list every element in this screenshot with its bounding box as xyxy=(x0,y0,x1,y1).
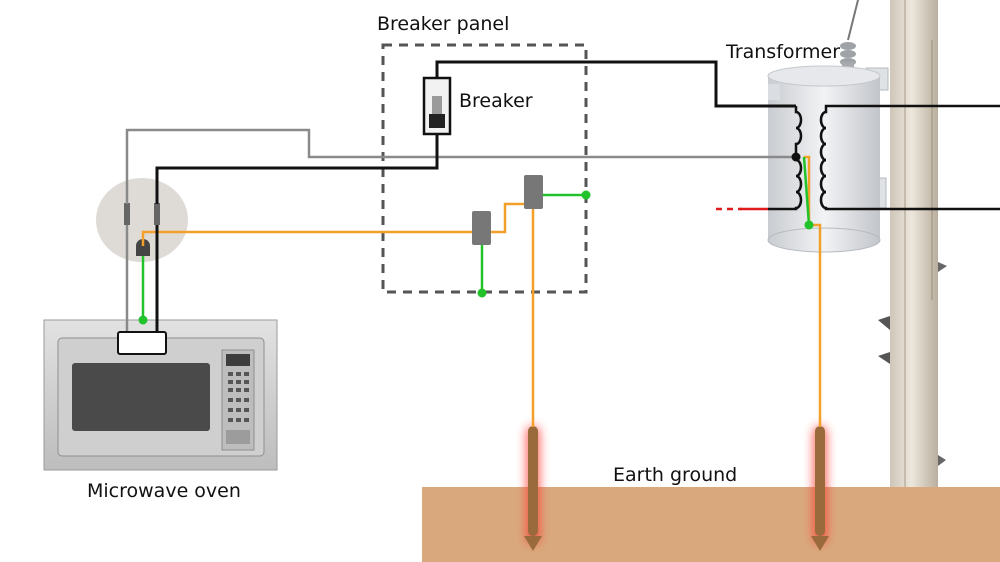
ground-bus-bar xyxy=(524,175,543,209)
microwave-door-window xyxy=(72,363,210,431)
hot-wire-utility xyxy=(435,60,796,108)
breaker-label: Breaker xyxy=(459,90,533,112)
microwave-label: Microwave oven xyxy=(87,480,241,502)
primary-winding-icon xyxy=(768,106,803,211)
transformer xyxy=(767,0,889,253)
ground-rod-right xyxy=(811,426,829,551)
ground-rod-left xyxy=(524,426,542,551)
utility-pole xyxy=(878,0,947,487)
neutral-junction xyxy=(791,152,801,162)
appliance-plug xyxy=(117,331,167,355)
earth-ground-area xyxy=(422,487,1000,562)
breaker-panel-label: Breaker panel xyxy=(377,13,509,35)
breaker xyxy=(422,76,452,136)
neutral-bus-bar xyxy=(472,211,491,245)
microwave-oven xyxy=(43,319,278,471)
hot-wire xyxy=(155,132,439,204)
transformer-label: Transformer xyxy=(725,41,840,63)
neutral-wire xyxy=(125,128,794,204)
microwave-display xyxy=(226,354,250,366)
wall-outlet xyxy=(96,178,188,262)
secondary-winding-icon xyxy=(819,104,1000,211)
bonding-wire xyxy=(141,156,811,320)
earth-ground-label: Earth ground xyxy=(613,464,737,486)
